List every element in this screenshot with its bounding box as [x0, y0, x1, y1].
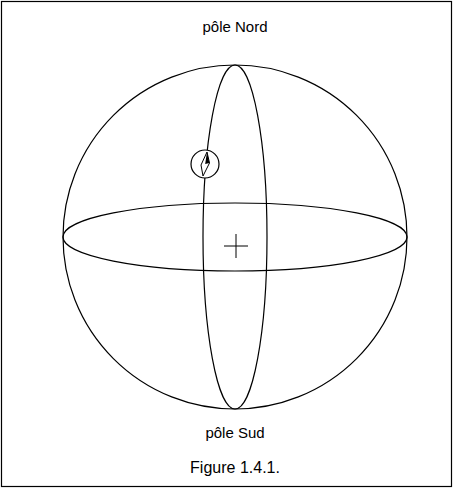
center-cross — [224, 234, 248, 258]
compass — [191, 150, 219, 178]
equator-ellipse — [63, 203, 407, 271]
figure-caption: Figure 1.4.1. — [188, 458, 282, 477]
sphere-outline — [63, 65, 407, 409]
pole-label: pôle Sud — [203, 424, 266, 442]
meridian-ellipse — [203, 65, 267, 409]
pole-label: pôle Nord — [200, 18, 269, 36]
